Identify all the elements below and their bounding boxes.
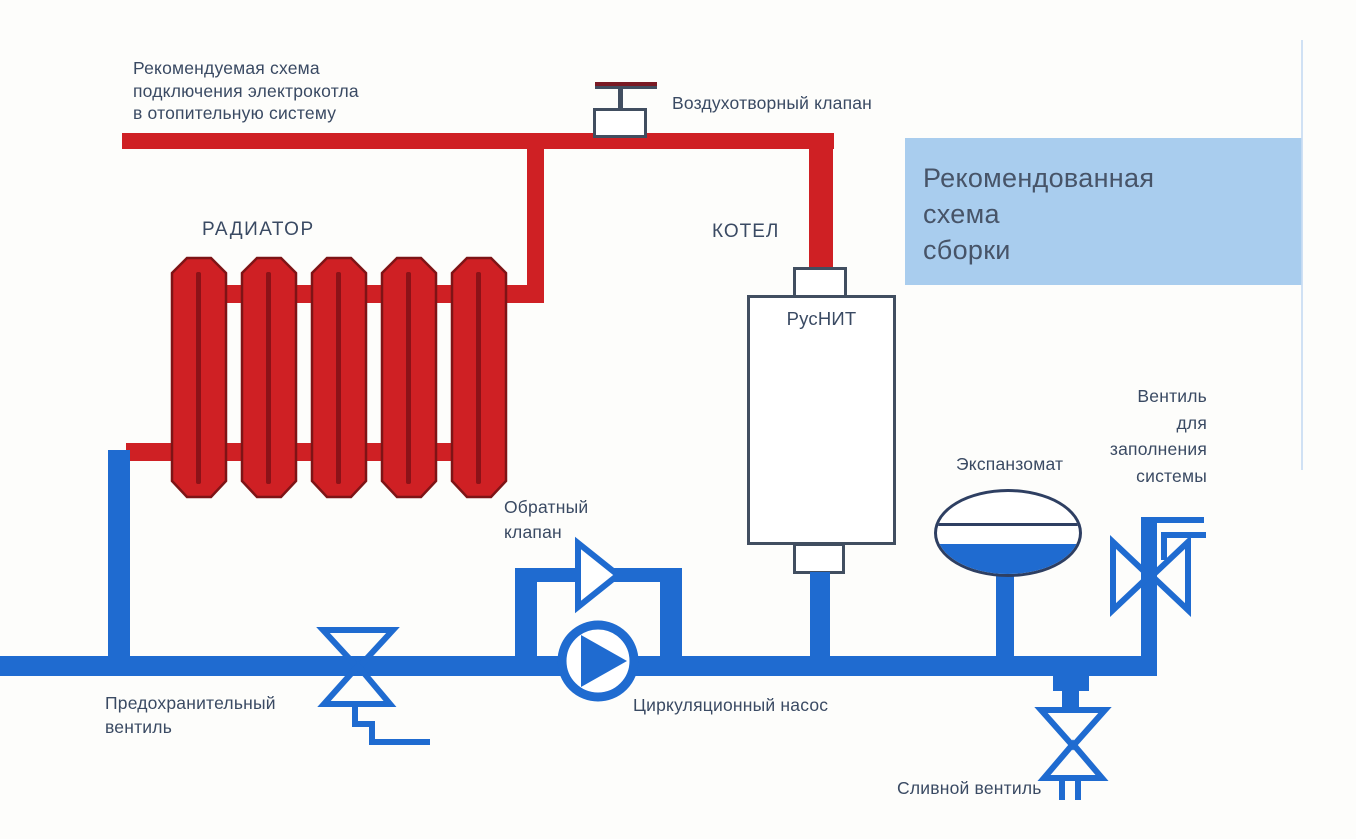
pump-label: Циркуляционный насос: [633, 695, 829, 715]
radiator-icon: [170, 256, 508, 499]
return-riser-left: [108, 450, 130, 676]
check-valve-label: Обратный клапан: [504, 497, 589, 542]
drain-stub-narrow: [1062, 676, 1079, 711]
fill-valve-label: Вентиль для заполнения системы: [1109, 386, 1207, 486]
boiler-label: КОТЕЛ: [712, 221, 780, 242]
recommended-panel-label: Рекомендованная схема сборки: [923, 163, 1155, 265]
recommended-panel: Рекомендованная схема сборки: [905, 138, 1302, 285]
boiler-brand-label: РусНИТ: [786, 308, 857, 329]
safety-valve-label: Предохранительный вентиль: [105, 693, 276, 737]
page-edge-line: [1301, 40, 1303, 470]
expansion-tank-icon: [934, 489, 1082, 577]
fill-valve-riser: [1141, 517, 1157, 662]
expansion-tank-label: Экспанзомат: [956, 454, 1064, 474]
supply-pipe-boiler-riser: [809, 133, 833, 269]
air-valve-label: Воздухотворный клапан: [672, 93, 873, 113]
boiler-top-stub: [793, 267, 847, 298]
diagram-title: Рекомендуемая схема подключения электрок…: [133, 58, 359, 123]
bypass-riser-right: [660, 568, 682, 662]
pump-icon: [557, 620, 639, 702]
drain-valve-label: Сливной вентиль: [897, 778, 1042, 798]
supply-pipe-top: [122, 133, 834, 149]
boiler-bottom-stub: [793, 543, 845, 574]
bypass-riser-left: [515, 568, 537, 662]
air-valve-icon: [590, 80, 660, 140]
boiler-return-drop: [810, 572, 830, 662]
radiator-label: РАДИАТОР: [202, 219, 315, 240]
safety-valve-icon: [316, 627, 430, 745]
check-valve-icon: [575, 536, 623, 614]
tank-stem-pipe: [996, 570, 1014, 662]
drain-valve-icon: [1034, 707, 1112, 800]
supply-pipe-radiator-jog: [502, 285, 544, 303]
bypass-top-left: [515, 568, 585, 582]
fill-valve-icon: [1110, 517, 1206, 617]
bypass-top-right: [612, 568, 682, 582]
supply-pipe-radiator-drop: [527, 149, 544, 303]
boiler-body: [747, 295, 896, 545]
